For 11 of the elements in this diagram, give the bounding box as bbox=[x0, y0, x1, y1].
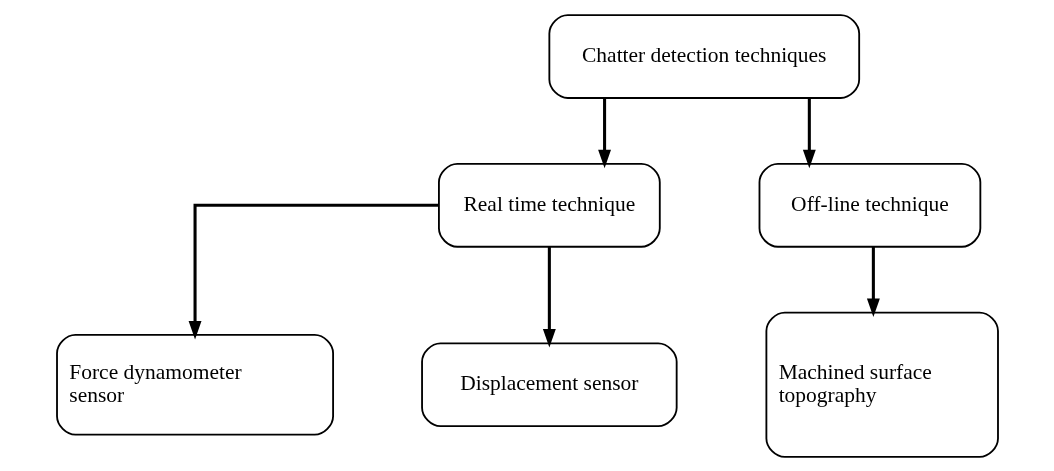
arrow bbox=[188, 203, 439, 339]
arrow bbox=[802, 97, 816, 168]
node-box: Machined surface topography bbox=[764, 311, 999, 458]
node-box: Force dynamometer sensor bbox=[55, 333, 334, 436]
node-box: Displacement sensor bbox=[420, 341, 678, 427]
node-box: Chatter detection techniques bbox=[547, 13, 860, 99]
node-box: Real time technique bbox=[437, 162, 661, 248]
arrow bbox=[597, 97, 611, 168]
arrow bbox=[542, 246, 556, 347]
arrow bbox=[866, 246, 880, 317]
node-box: Off-line technique bbox=[758, 162, 981, 248]
